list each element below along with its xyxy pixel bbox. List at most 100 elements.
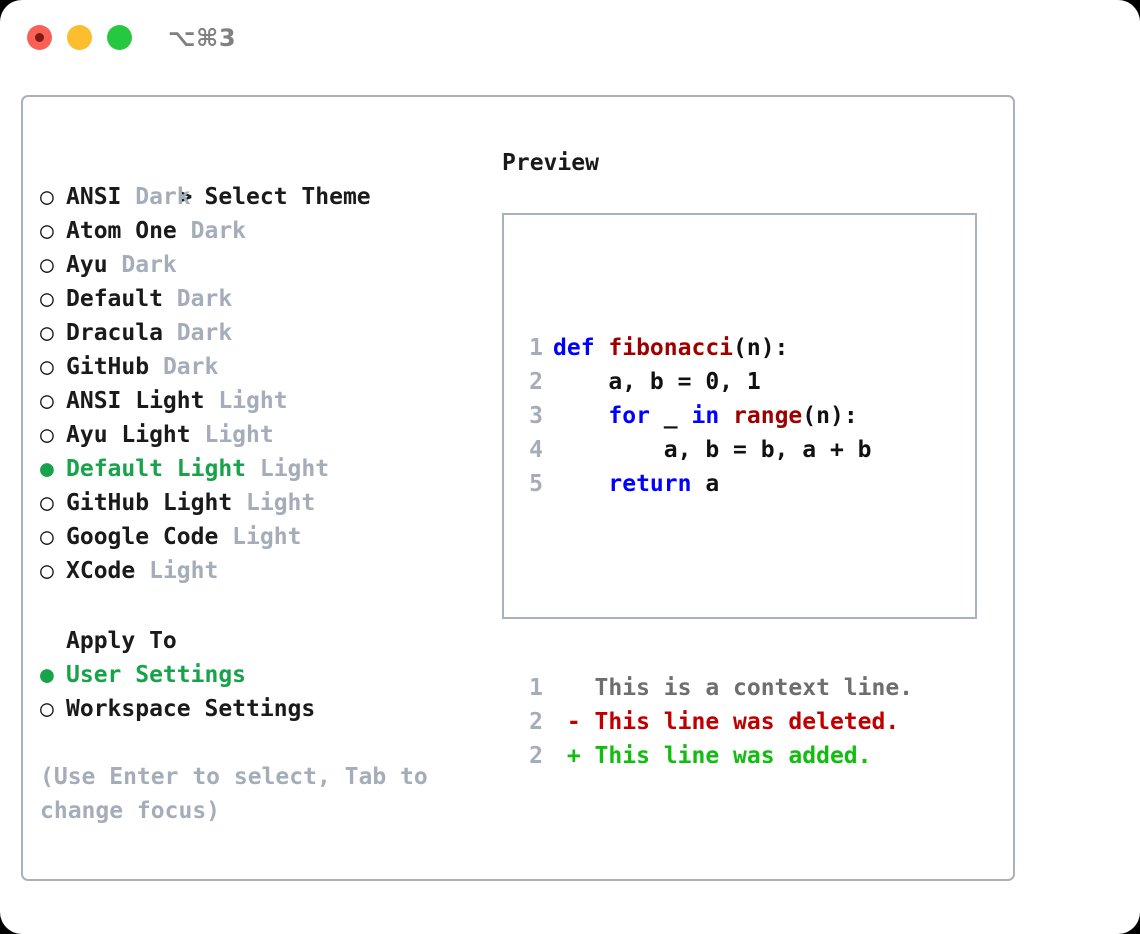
theme-mode-label: Light [218,524,302,550]
theme-list-item[interactable]: ○ Default Dark [40,282,500,316]
radio-unselected-icon[interactable]: ○ [40,490,54,516]
diff-line: 2 + This line was added. [515,739,913,773]
theme-list-item[interactable]: ○Google Code Light [40,520,500,554]
code-token-plain [719,403,733,429]
code-token-kw: in [691,403,720,429]
line-number: 2 [529,709,543,735]
section-spacer [40,588,500,624]
code-line-text: def fibonacci(n): [553,335,788,361]
code-line: 3 for _ in range(n): [515,399,913,433]
radio-unselected-icon[interactable]: ○ [40,558,54,584]
apply-to-option[interactable]: ○ Workspace Settings [40,692,500,726]
radio-unselected-icon[interactable]: ○ [40,252,54,278]
line-number: 2 [529,369,543,395]
theme-name-label: Default Light [66,456,247,482]
theme-list-item[interactable]: ○ ANSI Dark [40,180,500,214]
theme-mode-label: Dark [176,218,247,244]
diff-line-text: - This line was deleted. [553,709,900,735]
code-token-plain: a, b = 0, 1 [553,369,761,395]
radio-unselected-icon[interactable]: ○ [40,218,54,244]
radio-unselected-icon[interactable]: ○ [40,524,54,550]
radio-unselected-icon[interactable]: ○ [40,422,54,448]
theme-list-item[interactable]: ○ Ayu Dark [40,248,500,282]
code-line-text: return a [553,471,719,497]
theme-name-label: Dracula [66,320,163,346]
theme-list-item[interactable]: ○ GitHub Light Light [40,486,500,520]
theme-mode-label: Light [232,490,316,516]
radio-unselected-icon[interactable]: ○ [40,696,54,722]
line-number: 1 [529,675,543,701]
code-token-plain: _ [649,403,692,429]
theme-list-item[interactable]: ● Default Light Light [40,452,500,486]
main-panel: >Select Theme ○ANSI Dark○Atom One Dark○A… [21,95,1015,881]
zoom-window-icon[interactable] [107,25,132,50]
theme-mode-label: Dark [121,184,191,210]
code-token-plain [553,471,608,497]
line-number: 2 [529,743,543,769]
theme-list-item[interactable]: ○ Atom One Dark [40,214,500,248]
theme-mode-label: Dark [162,320,233,346]
theme-mode-label: Light [204,388,288,414]
apply-to-option-label: Workspace Settings [66,696,316,722]
theme-list-item[interactable]: ○ XCode Light [40,554,500,588]
select-theme-heading-label: Select Theme [204,184,371,210]
code-token-kw: for [608,403,650,429]
radio-unselected-icon[interactable]: ○ [40,286,54,312]
theme-list-item[interactable]: ○ANSI Light Light [40,384,500,418]
code-line-text: for _ in range(n): [553,403,858,429]
code-token-plain: (n): [802,403,858,429]
theme-name-label: Ayu [66,252,108,278]
code-token-plain: (n): [733,335,789,361]
theme-name-label: Ayu Light [66,422,191,448]
theme-name-label: Default [66,286,163,312]
line-number: 4 [529,437,543,463]
code-token-plain: a [691,471,720,497]
theme-name-label: Atom One [66,218,177,244]
prompt-caret-icon: > [178,184,193,210]
apply-to-option-label: User Settings [66,662,247,688]
theme-mode-label: Dark [162,286,233,312]
title-bar: ⌥⌘3 [0,0,1140,78]
keyboard-hint-text: (Use Enter to select, Tab to change focu… [40,764,428,824]
theme-name-label: XCode [66,558,136,584]
theme-mode-label: Light [246,456,330,482]
theme-list-item[interactable]: ○ GitHub Dark [40,350,500,384]
apply-to-option[interactable]: ● User Settings [40,658,500,692]
diff-snippet: 1 This is a context line. 2 - This line w… [515,671,913,773]
theme-mode-label: Light [135,558,219,584]
radio-selected-icon[interactable]: ● [40,456,54,482]
theme-mode-label: Dark [149,354,219,380]
diff-line-text: This is a context line. [553,675,914,701]
theme-list-item[interactable]: ○ Dracula Dark [40,316,500,350]
theme-name-label: GitHub Light [66,490,233,516]
theme-mode-label: Dark [107,252,177,278]
minimize-window-icon[interactable] [67,25,92,50]
line-number: 3 [529,403,543,429]
diff-line: 2 - This line was deleted. [515,705,913,739]
diff-line-text: + This line was added. [553,743,872,769]
radio-unselected-icon[interactable]: ○ [40,320,54,346]
code-line: 2 a, b = 0, 1 [515,365,913,399]
radio-selected-icon[interactable]: ● [40,662,54,688]
radio-unselected-icon[interactable]: ○ [40,354,54,380]
theme-selector-column: >Select Theme ○ANSI Dark○Atom One Dark○A… [40,146,500,828]
select-theme-heading: > Select Theme [40,146,500,210]
theme-list-item[interactable]: ○Ayu Light Light [40,418,500,452]
theme-list: ○ ANSI Dark ○ Atom One Dark ○ Ayu Dark ○ Defaul… [40,180,500,588]
radio-unselected-icon[interactable]: ○ [40,388,54,414]
apply-to-list: ● User Settings ○ Workspace Settings [40,658,500,726]
radio-unselected-icon[interactable]: ○ [40,184,54,210]
theme-name-label: ANSI [66,184,122,210]
code-line-text: a, b = b, a + b [553,437,872,463]
line-number: 5 [529,471,543,497]
theme-name-label: GitHub [66,354,150,380]
keyboard-shortcut-label: ⌥⌘3 [168,24,237,52]
traffic-light-group [27,25,132,50]
close-window-icon[interactable] [27,25,52,50]
